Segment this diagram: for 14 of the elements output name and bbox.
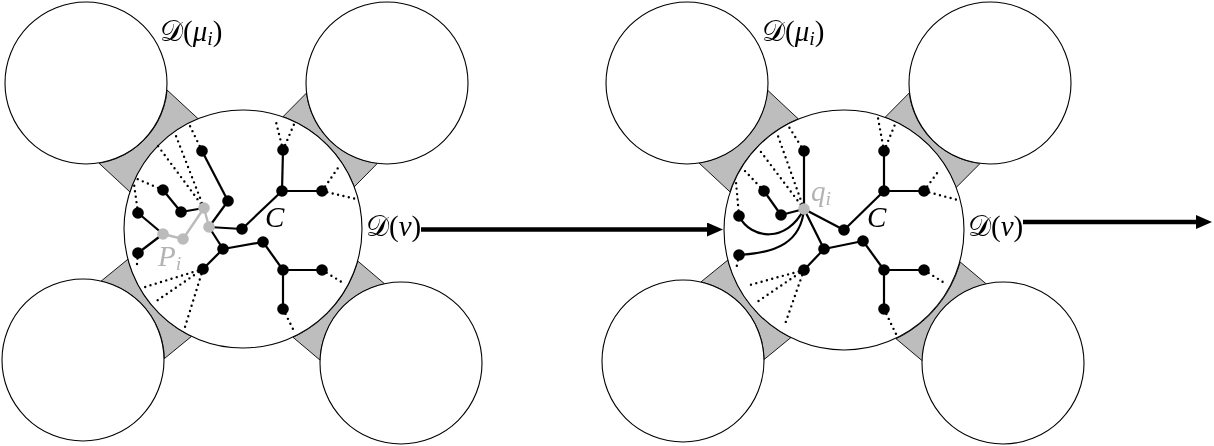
disk-label: 𝒟(ν)	[968, 212, 1024, 241]
arrow	[1023, 215, 1212, 229]
disk	[305, 1, 469, 165]
disk	[319, 281, 483, 445]
disk	[601, 279, 765, 443]
arrow	[421, 222, 723, 237]
disk	[921, 281, 1085, 445]
disk-label: 𝒟(μ$_{i}$)	[762, 17, 825, 46]
disk	[1, 278, 165, 442]
disk	[908, 1, 1072, 165]
disk-label: 𝒟(ν)	[366, 212, 422, 241]
disk	[605, 1, 824, 165]
disk	[4, 1, 222, 165]
disk-label: 𝒟(μ$_{i}$)	[160, 17, 223, 46]
